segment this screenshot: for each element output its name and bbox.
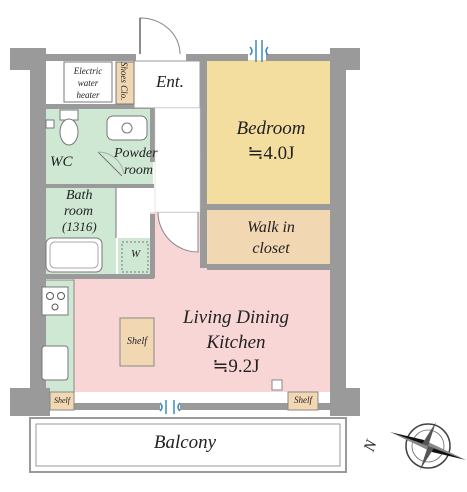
water-heater-label-3: heater	[76, 90, 100, 100]
kitchen-sink	[41, 345, 69, 381]
powder-room-label-line2: room	[124, 163, 154, 178]
hallway	[154, 107, 201, 213]
ldk-door-swing	[157, 211, 199, 253]
ldk-shelf-label: Shelf	[127, 336, 147, 347]
walk-in-closet-area	[207, 210, 330, 266]
shoes-closet-label: Shoes Clo.	[119, 61, 130, 101]
compass-rose	[390, 422, 466, 470]
bath-label-line2: room	[64, 204, 94, 219]
ldk-shelf	[119, 317, 155, 367]
water-heater-label-2: water	[77, 78, 99, 88]
entrance-door-swing	[139, 17, 181, 55]
closet-label-line2: closet	[252, 240, 290, 257]
closet-label-line1: Walk in	[247, 219, 295, 236]
vanity-sink	[106, 115, 148, 141]
washer-box	[121, 241, 149, 273]
toilet	[59, 118, 79, 146]
right-shelf-label: Shelf	[294, 395, 312, 405]
powder-room-label-line1: Powder	[114, 146, 158, 161]
ldk-label-line2: Kitchen	[206, 332, 266, 353]
bath-size: (1316)	[62, 219, 97, 234]
water-heater-box	[63, 61, 113, 103]
bathtub	[45, 237, 103, 273]
right-shelf	[287, 391, 319, 411]
shoes-closet-box	[115, 61, 135, 105]
water-heater-label-1: Electric	[73, 66, 103, 76]
bedroom-window-marker	[249, 40, 269, 62]
left-shelf	[49, 391, 75, 411]
washer-label: W	[131, 248, 141, 260]
bedroom-label: Bedroom	[236, 118, 306, 139]
balcony-railing	[29, 417, 347, 473]
washer-area	[118, 238, 150, 274]
bedroom-area	[207, 60, 330, 210]
left-shelf-label: Shelf	[54, 396, 70, 405]
entrance-label: Ent.	[156, 72, 184, 91]
ldk-size: ≒9.2J	[212, 356, 260, 377]
ldk-label-line1: Living Dining	[182, 307, 290, 328]
bath-label-line1: Bath	[66, 188, 93, 203]
balcony-label: Balcony	[153, 432, 217, 453]
ldk-window-marker	[159, 400, 181, 414]
stove	[41, 286, 69, 316]
wc-label: WC	[50, 154, 73, 170]
bedroom-size: ≒4.0J	[247, 143, 295, 164]
